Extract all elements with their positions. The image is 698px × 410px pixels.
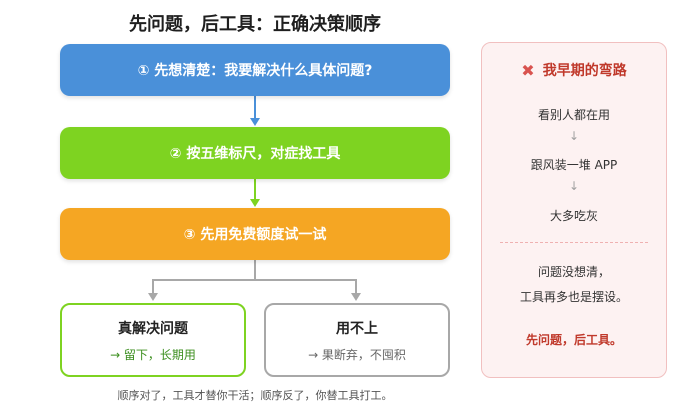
step-3-box: ③ 先用免费额度试一试 (60, 208, 450, 260)
x-mark-icon: ✖ (521, 60, 535, 80)
panel-conclusion: 先问题，后工具。 (525, 333, 622, 347)
outcome-bad-subtitle: → 果断弃，不囤积 (308, 347, 406, 362)
step-2-box: ② 按五维标尺，对症找工具 (60, 127, 450, 179)
panel-divider (500, 242, 648, 243)
arrowhead-good (148, 293, 158, 301)
lesson-line-2: 工具再多也是摆设。 (519, 290, 628, 304)
lesson-line-1: 问题没想清， (537, 265, 610, 279)
outcome-bad-title: 用不上 (336, 320, 378, 337)
outcome-good-subtitle: → 留下，长期用 (110, 347, 196, 362)
panel-title: 我早期的弯路 (542, 63, 627, 79)
step-2-label: ② 按五维标尺，对症找工具 (169, 146, 341, 162)
outcome-good-box: 真解决问题 → 留下，长期用 (60, 303, 246, 377)
detour-panel: ✖ 我早期的弯路 看别人都在用 ↓ 跟风装一堆 APP ↓ 大多吃灰 问题没想清… (481, 42, 667, 378)
panel-header: ✖ 我早期的弯路 (482, 60, 666, 80)
step-3-label: ③ 先用免费额度试一试 (183, 227, 327, 243)
arrowhead-step3 (250, 199, 260, 207)
detour-step-2: 跟风装一堆 APP (530, 158, 618, 172)
footnote: 顺序对了，工具才替你干活；顺序反了，你替工具打工。 (117, 389, 393, 402)
step-1-label: ① 先想清楚：我要解决什么具体问题? (137, 63, 373, 79)
arrowhead-step2 (250, 118, 260, 126)
step-1-box: ① 先想清楚：我要解决什么具体问题? (60, 44, 450, 96)
detour-arrow-2: ↓ (568, 179, 580, 193)
arrowhead-bad (351, 293, 361, 301)
outcome-bad-box: 用不上 → 果断弃，不囤积 (264, 303, 450, 377)
outcome-good-title: 真解决问题 (118, 320, 188, 337)
diagram-title: 先问题，后工具：正确决策顺序 (129, 14, 381, 35)
detour-step-3: 大多吃灰 (549, 209, 598, 223)
detour-step-1: 看别人都在用 (537, 108, 610, 122)
detour-arrow-1: ↓ (568, 129, 580, 143)
